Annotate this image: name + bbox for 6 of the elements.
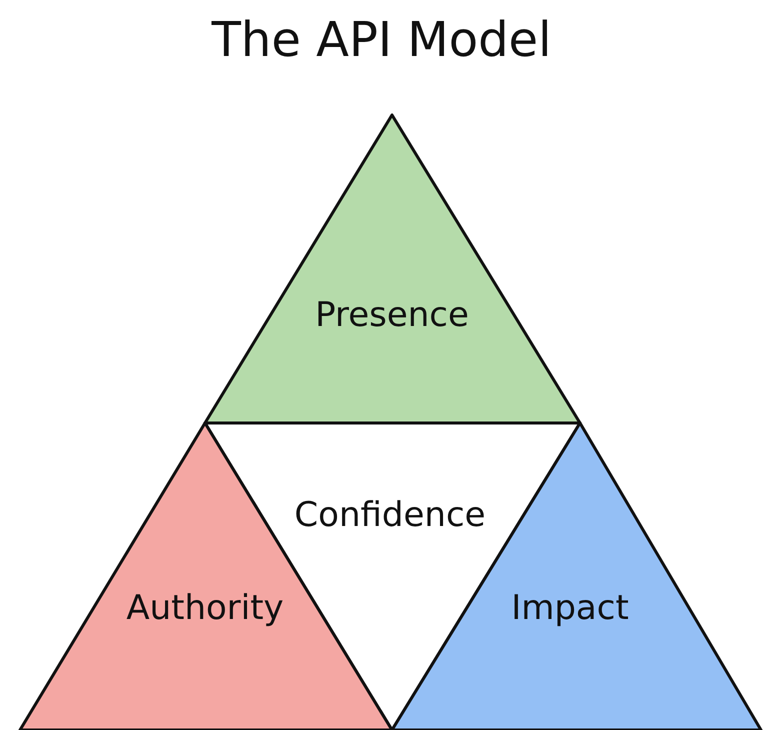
triangle-label: Impact [511, 588, 629, 628]
upright-triangle [205, 115, 580, 423]
diagram-title: The API Model [210, 12, 552, 68]
triangle-label: Authority [126, 588, 284, 628]
triangle-label: Confidence [294, 495, 486, 535]
triangle-label: Presence [315, 295, 469, 335]
